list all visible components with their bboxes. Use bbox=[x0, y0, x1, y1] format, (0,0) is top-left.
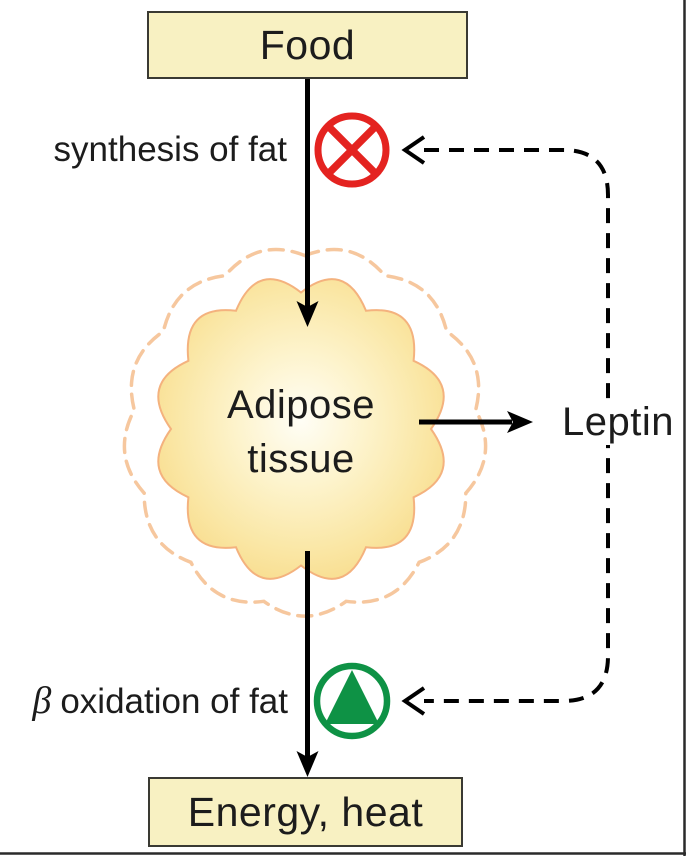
energy-label: Energy, heat bbox=[187, 788, 424, 835]
arrow-adipose-to-energy bbox=[296, 551, 319, 777]
adipose-label-line2: tissue bbox=[247, 437, 355, 481]
feedback-arrowhead-top bbox=[401, 135, 426, 165]
beta-symbol: β bbox=[32, 680, 52, 722]
adipose-label-line1: Adipose bbox=[226, 383, 376, 427]
beta-oxidation-text: oxidation of fat bbox=[60, 682, 288, 721]
arrow-food-to-adipose bbox=[296, 79, 319, 327]
adipose-cloud bbox=[157, 278, 445, 580]
adipose-tissue-label: Adipose tissue bbox=[151, 378, 451, 486]
synthesis-of-fat-label: synthesis of fat bbox=[53, 130, 287, 169]
food-node: Food bbox=[147, 11, 468, 79]
arrow-adipose-to-leptin bbox=[419, 411, 533, 433]
crossed-circle-inhibition-icon bbox=[314, 112, 390, 188]
food-label: Food bbox=[259, 21, 356, 68]
leptin-label: Leptin bbox=[558, 399, 678, 445]
feedback-arrowhead-bottom bbox=[401, 686, 426, 716]
energy-node: Energy, heat bbox=[148, 777, 463, 847]
triangle-circle-activation-icon bbox=[313, 662, 391, 740]
leptin-feedback-dashed-path bbox=[401, 135, 610, 716]
